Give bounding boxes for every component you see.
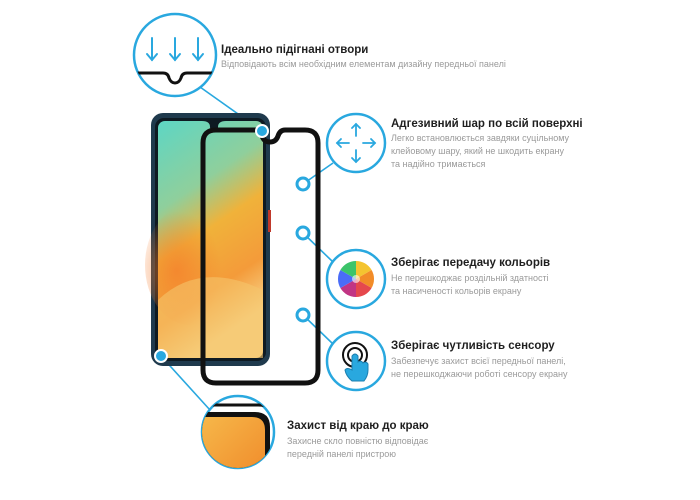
feature-title-edge: Захист від краю до краю xyxy=(287,420,429,432)
phone-notch xyxy=(202,121,226,131)
feature-title-sensor: Зберігає чутливість сенсору xyxy=(391,340,555,352)
feature-desc-adhesive-line1: Легко встановлюється завдяки суцільному xyxy=(391,133,570,143)
feature-desc-sensor-line2: не перешкоджаючи роботі сенсору екрану xyxy=(391,369,568,379)
callout-dot xyxy=(295,176,311,192)
phone xyxy=(145,113,271,366)
callout-dot xyxy=(295,225,311,241)
phone-button xyxy=(268,210,271,232)
color-wheel-icon xyxy=(325,248,387,310)
feature-desc-colors-line1: Не перешкоджає роздільній здатності xyxy=(391,273,549,283)
down-arrows-notch-icon xyxy=(132,12,218,98)
feature-desc-edge-line2: передній панелі пристрою xyxy=(287,449,397,459)
callout-dots xyxy=(154,124,311,363)
feature-title-holes: Ідеально підігнані отвори xyxy=(221,44,369,56)
spread-arrows-icon xyxy=(325,112,387,174)
feature-desc-adhesive-line2: клейовому шару, який не шкодить екрану xyxy=(391,146,564,156)
feature-desc-colors-line2: та насиченості кольорів екрану xyxy=(391,286,522,296)
glass-protector xyxy=(200,127,321,386)
callout-dot xyxy=(154,349,168,363)
callout-dot xyxy=(255,124,269,138)
feature-desc-sensor-line1: Забезпечує захист всієї передньої панелі… xyxy=(391,356,566,366)
touch-finger-icon xyxy=(325,330,387,392)
edge-corner-icon xyxy=(200,394,276,470)
feature-title-adhesive: Адгезивний шар по всій поверхні xyxy=(391,118,583,130)
feature-desc-holes: Відповідають всім необхідним елементам д… xyxy=(221,59,506,69)
feature-title-colors: Зберігає передачу кольорів xyxy=(391,257,551,269)
callout-dot xyxy=(295,307,311,323)
feature-desc-adhesive-line3: та надійно тримається xyxy=(391,159,486,169)
feature-desc-edge-line1: Захисне скло повністю відповідає xyxy=(287,436,429,446)
